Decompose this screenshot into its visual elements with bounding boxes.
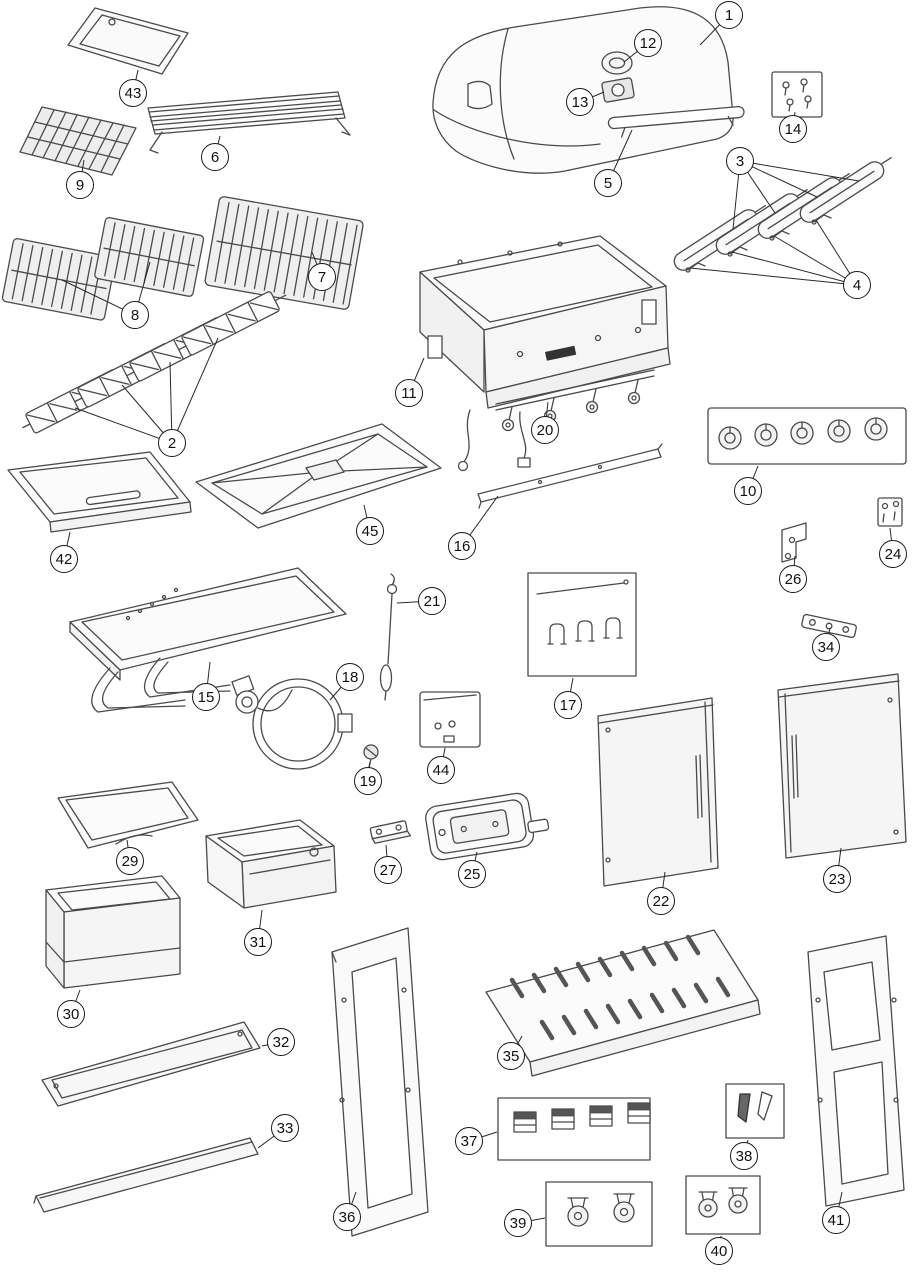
part-electrodes bbox=[685, 214, 832, 273]
part-feet-wedges bbox=[725, 1083, 785, 1139]
part-rock-grate bbox=[19, 106, 137, 176]
part-side-table bbox=[69, 567, 347, 713]
callout-43: 43 bbox=[119, 79, 147, 107]
callout-45: 45 bbox=[356, 517, 384, 545]
part-clip-kit bbox=[497, 1097, 651, 1161]
callout-14: 14 bbox=[779, 115, 807, 143]
callout-12: 12 bbox=[634, 29, 662, 57]
part-cooking-grate bbox=[204, 196, 364, 310]
part-chain-rod bbox=[379, 573, 398, 701]
part-vented-shelf bbox=[485, 929, 761, 1077]
leader-line-4 bbox=[773, 235, 858, 286]
callout-23: 23 bbox=[823, 865, 851, 893]
callout-30: 30 bbox=[57, 1000, 85, 1028]
part-burner-tubes bbox=[673, 156, 892, 271]
part-burner-pan bbox=[425, 792, 550, 861]
part-control-panel bbox=[707, 407, 907, 465]
part-warming-rack bbox=[147, 91, 351, 154]
callout-13: 13 bbox=[566, 88, 594, 116]
callout-44: 44 bbox=[427, 756, 455, 784]
part-handle-kit bbox=[527, 572, 637, 677]
callout-6: 6 bbox=[201, 143, 229, 171]
part-cart-frame-right bbox=[807, 935, 905, 1207]
callout-22: 22 bbox=[647, 887, 675, 915]
brand-logo bbox=[545, 345, 577, 361]
callout-31: 31 bbox=[244, 928, 272, 956]
part-drawer-box bbox=[205, 819, 337, 909]
part-cooking-grates-pair bbox=[1, 217, 205, 321]
callout-17: 17 bbox=[554, 691, 582, 719]
part-small-cap bbox=[363, 744, 379, 768]
callout-40: 40 bbox=[705, 1237, 733, 1265]
callout-1: 1 bbox=[715, 1, 743, 29]
part-grease-tray bbox=[45, 875, 181, 989]
part-thermometer bbox=[601, 77, 635, 103]
callout-20: 20 bbox=[531, 416, 559, 444]
callout-7: 7 bbox=[308, 263, 336, 291]
callout-15: 15 bbox=[192, 683, 220, 711]
callout-35: 35 bbox=[497, 1042, 525, 1070]
callout-39: 39 bbox=[504, 1209, 532, 1237]
callout-2: 2 bbox=[158, 429, 186, 457]
part-hardware-pack bbox=[771, 71, 823, 118]
part-panel-bar bbox=[33, 1137, 259, 1213]
part-door-right bbox=[777, 673, 907, 859]
callout-29: 29 bbox=[116, 847, 144, 875]
callout-4: 4 bbox=[843, 271, 871, 299]
leader-line-3 bbox=[739, 160, 818, 198]
part-drip-pan bbox=[195, 423, 442, 529]
part-back-panel bbox=[41, 1021, 261, 1107]
callout-5: 5 bbox=[594, 169, 622, 197]
part-side-shelf bbox=[7, 451, 192, 533]
part-ignition-box bbox=[419, 691, 481, 748]
part-burner-set bbox=[22, 291, 287, 434]
part-lid-handle bbox=[607, 105, 745, 138]
part-casters-a bbox=[545, 1181, 653, 1247]
leader-line-4 bbox=[689, 267, 858, 286]
callout-26: 26 bbox=[779, 565, 807, 593]
part-door-left bbox=[597, 697, 719, 887]
leader-line-2 bbox=[171, 337, 219, 444]
part-bracket-bar bbox=[801, 613, 857, 639]
leader-line-4 bbox=[731, 251, 858, 286]
callout-8: 8 bbox=[121, 301, 149, 329]
callout-41: 41 bbox=[822, 1206, 850, 1234]
part-firebox bbox=[419, 235, 671, 409]
callout-25: 25 bbox=[458, 860, 486, 888]
callout-18: 18 bbox=[336, 663, 364, 691]
callout-33: 33 bbox=[271, 1114, 299, 1142]
callout-16: 16 bbox=[448, 532, 476, 560]
callout-11: 11 bbox=[395, 379, 423, 407]
callout-27: 27 bbox=[374, 856, 402, 884]
part-igniter-switch bbox=[877, 497, 903, 527]
callout-32: 32 bbox=[267, 1028, 295, 1056]
callout-24: 24 bbox=[879, 540, 907, 568]
callout-19: 19 bbox=[354, 767, 382, 795]
part-bracket bbox=[781, 522, 807, 563]
callout-21: 21 bbox=[418, 587, 446, 615]
callout-42: 42 bbox=[50, 545, 78, 573]
part-heat-plate bbox=[67, 7, 189, 75]
part-regulator-hose bbox=[231, 675, 353, 770]
callout-36: 36 bbox=[333, 1203, 361, 1231]
part-casters-b bbox=[685, 1175, 761, 1235]
callout-9: 9 bbox=[66, 171, 94, 199]
callout-37: 37 bbox=[455, 1127, 483, 1155]
part-thermometer-bezel bbox=[601, 51, 633, 75]
part-heat-plate-2 bbox=[57, 781, 199, 849]
part-support-bar bbox=[477, 443, 663, 509]
callout-10: 10 bbox=[734, 477, 762, 505]
callout-3: 3 bbox=[726, 147, 754, 175]
callout-38: 38 bbox=[730, 1142, 758, 1170]
callout-34: 34 bbox=[812, 633, 840, 661]
leader-line-2 bbox=[74, 407, 173, 444]
leader-line-3 bbox=[739, 160, 860, 182]
part-small-bracket bbox=[369, 820, 412, 844]
part-cart-frame-left bbox=[331, 927, 429, 1237]
